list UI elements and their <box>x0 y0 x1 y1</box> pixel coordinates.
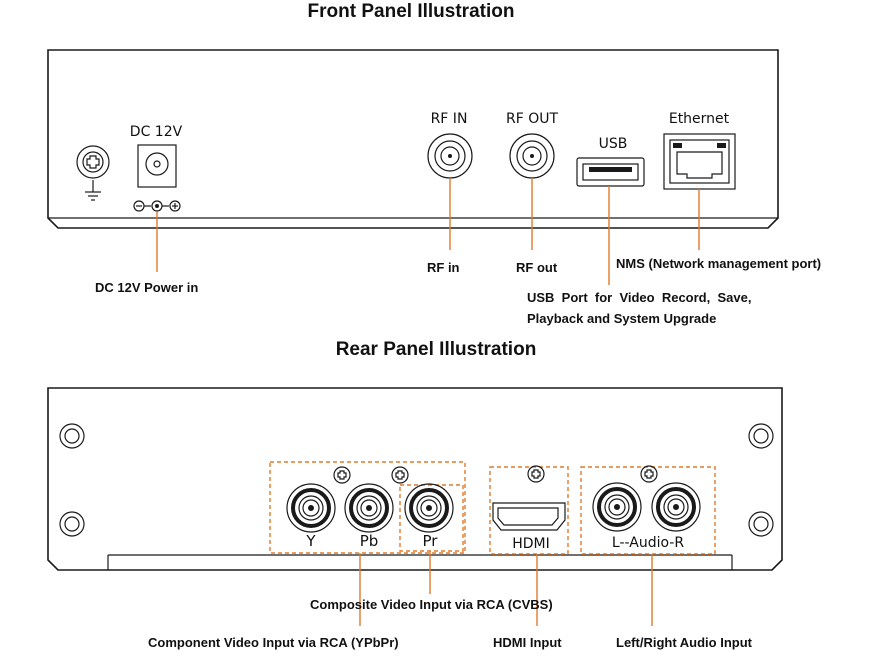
rca-y-connector-icon <box>286 483 336 533</box>
rca-audio-left-connector-icon <box>592 482 642 532</box>
usb-port-icon <box>576 157 645 187</box>
hdmi-group <box>489 466 569 555</box>
callout-rf-in: RF in <box>427 260 460 275</box>
label-hdmi: HDMI <box>512 536 550 552</box>
callout-nms: NMS (Network management port) <box>616 256 821 271</box>
rf-out-label: RF OUT <box>506 111 558 127</box>
front-panel: DC 12V RF IN RF OUT <box>47 49 779 229</box>
ethernet-label: Ethernet <box>669 111 730 127</box>
callout-hdmi: HDMI Input <box>493 635 562 650</box>
callout-component: Component Video Input via RCA (YPbPr) <box>148 635 399 650</box>
usb-label: USB <box>599 136 628 152</box>
ethernet-port-icon <box>663 133 736 190</box>
rf-out-connector-icon <box>509 133 555 179</box>
ground-screw-icon <box>76 145 110 201</box>
rca-audio-right-connector-icon <box>651 482 701 532</box>
label-pr: Pr <box>423 532 439 550</box>
dc-label: DC 12V <box>130 124 183 140</box>
audio-group <box>580 466 716 555</box>
callout-audio: Left/Right Audio Input <box>616 635 753 650</box>
rca-pr-connector-icon <box>404 483 454 533</box>
front-leaders <box>156 178 700 285</box>
callout-composite: Composite Video Input via RCA (CVBS) <box>310 597 553 612</box>
screw-icon <box>391 466 409 484</box>
hdmi-port-icon <box>492 502 566 531</box>
mount-hole-icon <box>748 423 774 449</box>
screw-icon <box>527 465 545 483</box>
mount-hole-icon <box>59 423 85 449</box>
rear-leaders <box>359 551 653 626</box>
rca-pb-connector-icon <box>344 483 394 533</box>
composite-video-group <box>399 484 464 552</box>
mount-hole-icon <box>748 511 774 537</box>
dc-jack-icon <box>137 144 177 188</box>
polarity-icon <box>133 200 181 212</box>
label-pb: Pb <box>360 532 379 550</box>
rf-in-connector-icon <box>427 133 473 179</box>
callout-usb-line1: USB Port for Video Record, Save, <box>527 290 751 305</box>
screw-icon <box>640 465 658 483</box>
rear-panel: Y Pb Pr HDMI <box>47 387 783 571</box>
front-panel-title: Front Panel Illustration <box>308 1 515 22</box>
label-y: Y <box>305 532 316 550</box>
callout-dc-power: DC 12V Power in <box>95 280 198 295</box>
screw-icon <box>333 466 351 484</box>
callout-usb-line2: Playback and System Upgrade <box>527 311 716 326</box>
label-audio: L--Audio-R <box>612 535 684 551</box>
rear-panel-title: Rear Panel Illustration <box>336 339 537 360</box>
rf-in-label: RF IN <box>431 111 468 127</box>
component-video-group <box>269 461 466 554</box>
mount-hole-icon <box>59 511 85 537</box>
callout-rf-out: RF out <box>516 260 558 275</box>
